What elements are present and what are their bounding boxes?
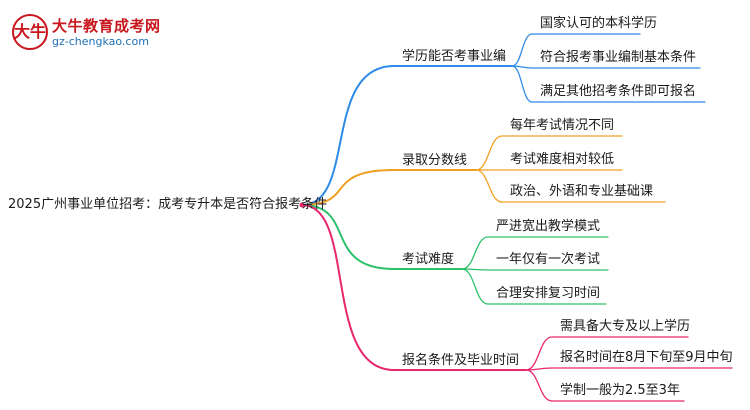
logo-mark-text: 大牛 bbox=[14, 22, 47, 41]
root-topic: 2025广州事业单位招考：成考专升本是否符合报考条件 bbox=[8, 197, 328, 212]
leaf-label-3-1: 严进宽出教学模式 bbox=[496, 219, 601, 234]
logo-title: 大牛教育成考网 bbox=[52, 17, 161, 35]
leaf-connector-3-3 bbox=[461, 268, 607, 305]
leaf-connector-3-2 bbox=[461, 268, 609, 271]
leaf-label-1-2: 符合报考事业编制基本条件 bbox=[540, 50, 697, 65]
leaf-connector-2-1 bbox=[475, 135, 623, 171]
leaf-connector-2-3 bbox=[475, 169, 666, 203]
leaf-label-4-3: 学制一般为2.5至3年 bbox=[560, 383, 680, 398]
branch-label-3: 考试难度 bbox=[402, 252, 455, 267]
leaf-label-3-3: 合理安排复习时间 bbox=[496, 286, 601, 301]
branch-label-2: 录取分数线 bbox=[402, 153, 468, 168]
leaf-connector-4-1 bbox=[525, 336, 689, 371]
leaf-label-2-2: 考试难度相对较低 bbox=[510, 152, 615, 167]
branch-connector-4 bbox=[301, 204, 527, 371]
leaf-label-4-1: 需具备大专及以上学历 bbox=[560, 319, 691, 334]
branch-label-1: 学历能否考事业编 bbox=[402, 49, 507, 64]
logo-mark: 大牛 bbox=[12, 14, 48, 50]
leaf-connector-1-1 bbox=[511, 33, 641, 67]
root-anchor-dot bbox=[299, 202, 305, 208]
branch-connector-2 bbox=[301, 169, 477, 206]
leaf-connector-4-2 bbox=[525, 367, 733, 371]
branch-connector-3 bbox=[301, 204, 463, 270]
leaf-label-1-1: 国家认可的本科学历 bbox=[540, 16, 658, 31]
leaf-label-2-3: 政治、外语和专业基础课 bbox=[510, 184, 654, 199]
leaf-label-1-3: 满足其他招考条件即可报名 bbox=[540, 84, 697, 99]
logo: 大牛 大牛教育成考网 gz-chengkao.com bbox=[12, 14, 172, 56]
branch-label-4: 报名条件及毕业时间 bbox=[402, 353, 520, 368]
leaf-connector-4-3 bbox=[525, 369, 685, 402]
leaf-connector-3-1 bbox=[461, 236, 609, 270]
leaf-label-4-2: 报名时间在8月下旬至9月中旬 bbox=[560, 350, 733, 365]
leaf-label-3-2: 一年仅有一次考试 bbox=[496, 252, 601, 267]
leaf-connector-1-2 bbox=[511, 65, 701, 69]
leaf-connector-1-3 bbox=[511, 65, 706, 103]
logo-url: gz-chengkao.com bbox=[52, 35, 149, 48]
leaf-label-2-1: 每年考试情况不同 bbox=[510, 118, 615, 133]
branch-connector-1 bbox=[301, 65, 513, 206]
